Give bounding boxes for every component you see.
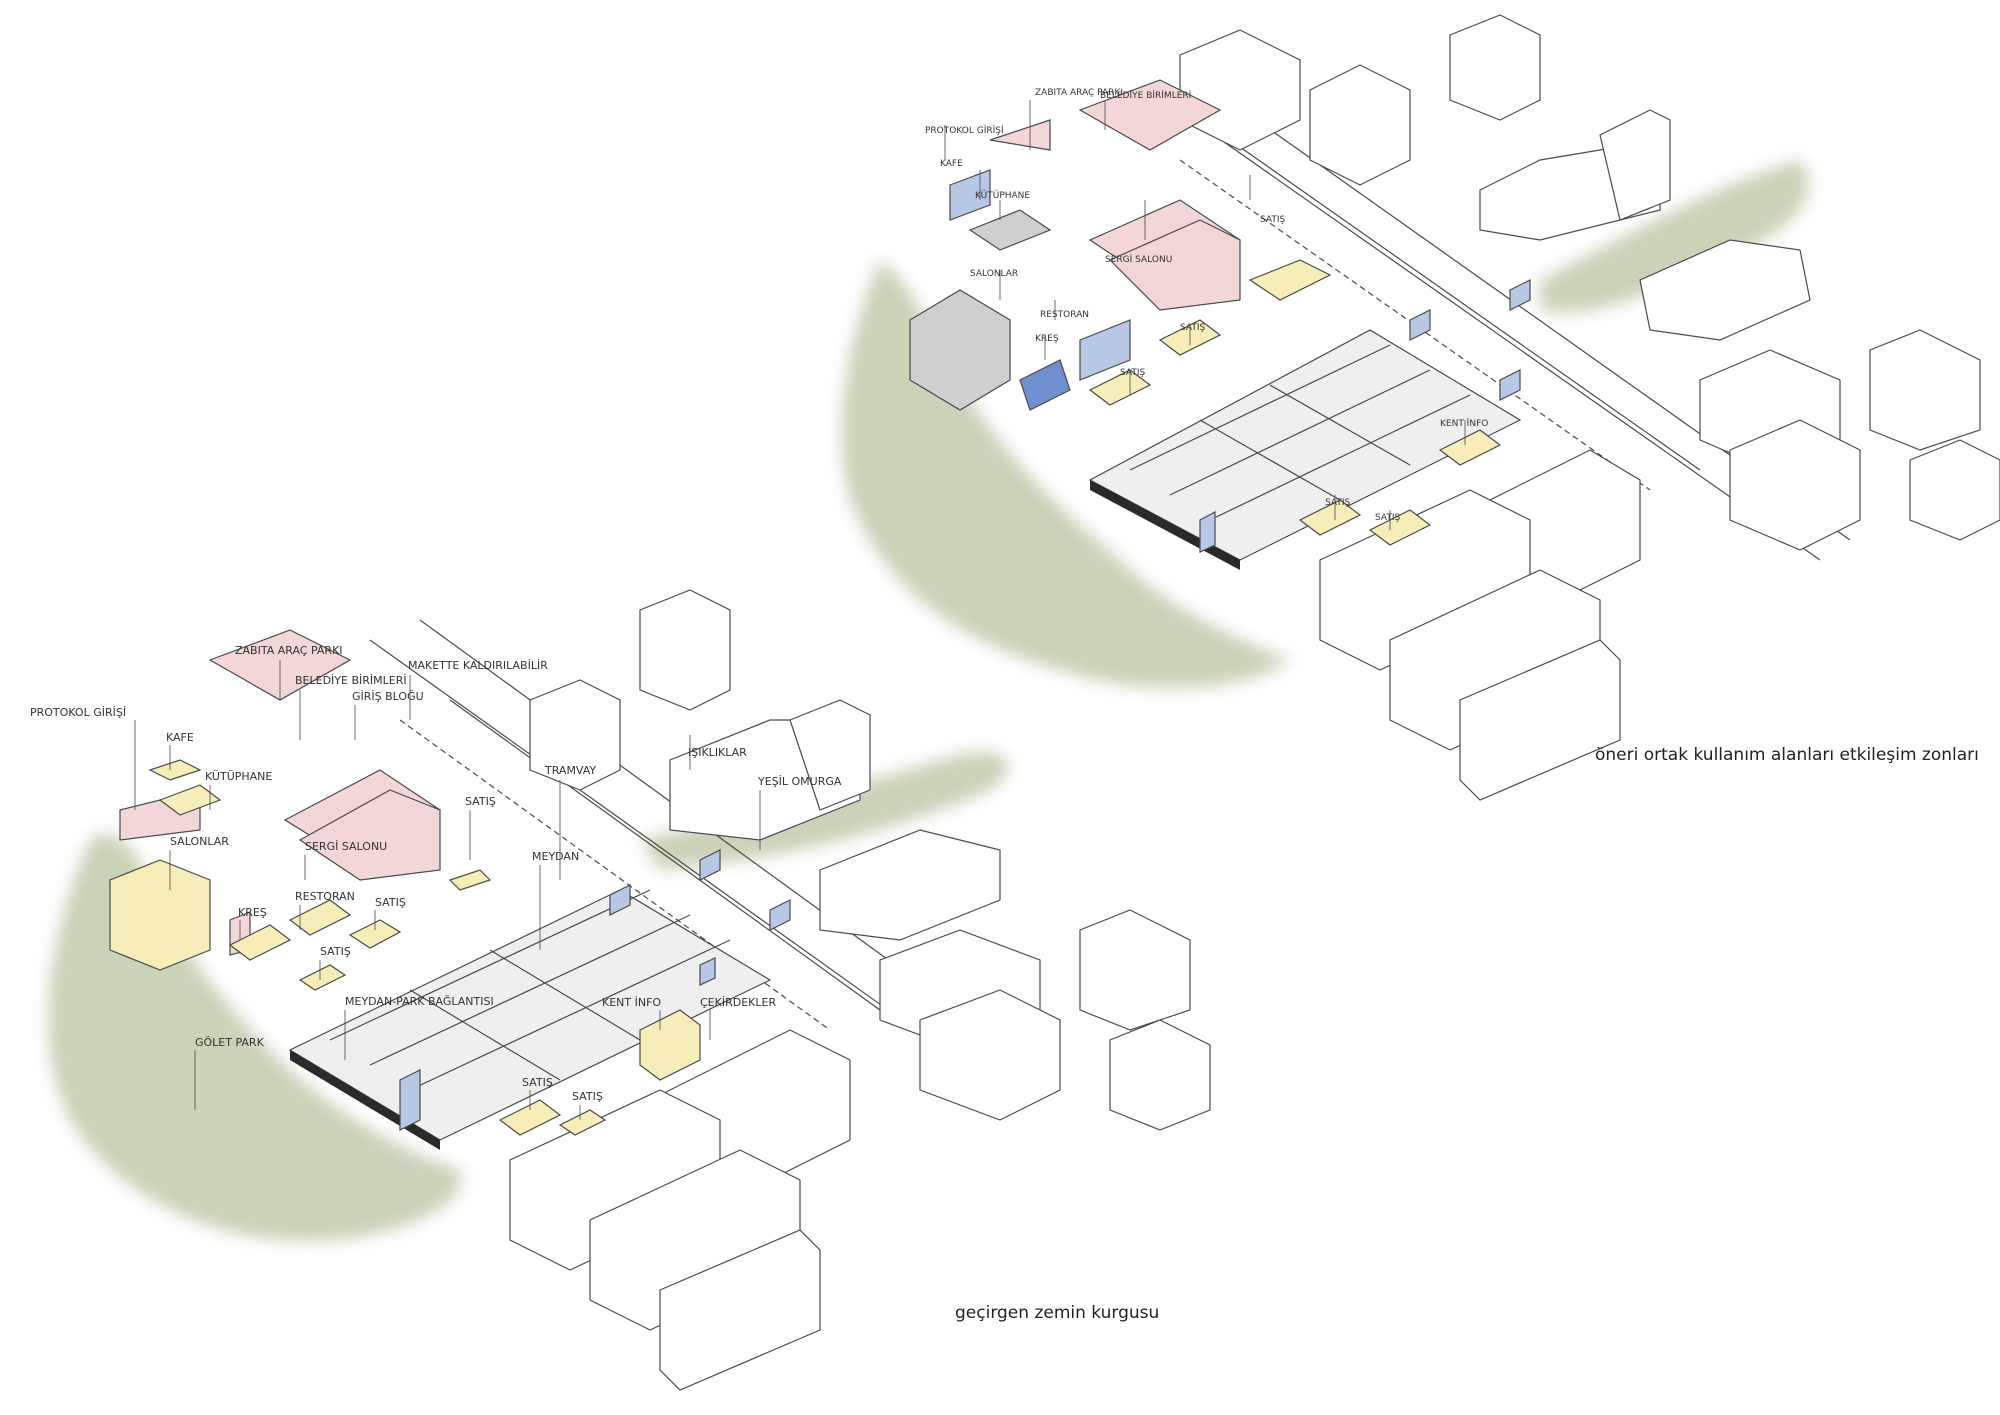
label-isikliklar: IŞIKLIKLAR — [688, 746, 747, 759]
label-satis3: SATIŞ — [1120, 368, 1145, 378]
top-blue-blocks — [949, 169, 1531, 553]
bottom-context-buildings — [509, 589, 1211, 1391]
label-tramvay: TRAMVAY — [544, 764, 596, 777]
top-labels: ZABITA ARAÇ PARKI BELEDİYE BİRİMLERİ PRO… — [925, 88, 1488, 523]
bottom-blue-blocks — [399, 849, 791, 1131]
label-kafe: KAFE — [940, 159, 963, 169]
top-grey-block — [909, 209, 1052, 411]
label-satis3: SATIŞ — [320, 945, 351, 958]
label-makette: MAKETTE KALDIRILABİLİR — [408, 659, 548, 672]
top-vegetation — [841, 160, 1809, 689]
label-cekirdekler: ÇEKİRDEKLER — [700, 996, 776, 1009]
label-salonlar: SALONLAR — [170, 835, 229, 848]
label-protokol: PROTOKOL GİRİŞİ — [30, 706, 126, 719]
bottom-yellow-blocks — [109, 759, 701, 1136]
label-sergi: SERGİ SALONU — [305, 840, 387, 853]
top-yellow-blocks — [1088, 259, 1502, 546]
label-giris: GİRİŞ BLOĞU — [352, 690, 424, 703]
label-meydan-park: MEYDAN-PARK BAĞLANTISI — [345, 995, 494, 1008]
label-kres: KREŞ — [1035, 334, 1059, 344]
top-civic-pink — [989, 79, 1242, 311]
label-satis2: SATIŞ — [1180, 323, 1205, 333]
label-zabita: ZABITA ARAÇ PARKI — [235, 644, 343, 657]
label-kent: KENT İNFO — [602, 996, 661, 1009]
label-restoran: RESTORAN — [295, 890, 355, 903]
bottom-labels: ZABITA ARAÇ PARKI BELEDİYE BİRİMLERİ MAK… — [30, 644, 842, 1103]
label-sergi: SERGİ SALONU — [1105, 254, 1172, 265]
label-meydan: MEYDAN — [532, 850, 579, 863]
label-belediye: BELEDİYE BİRİMLERİ — [1100, 90, 1191, 101]
label-satis4: SATIŞ — [1325, 498, 1350, 508]
top-blue-dark-block — [1019, 359, 1071, 411]
label-salonlar: SALONLAR — [970, 269, 1018, 279]
label-kafe: KAFE — [166, 731, 194, 744]
label-zabita: ZABITA ARAÇ PARKI — [1035, 88, 1123, 98]
label-restoran: RESTORAN — [1040, 310, 1089, 320]
label-yesil: YEŞİL OMURGA — [757, 775, 842, 788]
label-belediye: BELEDİYE BİRİMLERİ — [295, 674, 407, 687]
label-satis2: SATIŞ — [375, 896, 406, 909]
top-caption: öneri ortak kullanım alanları etkileşim … — [1595, 745, 1979, 765]
label-kent: KENT İNFO — [1440, 418, 1488, 429]
label-golet: GÖLET PARK — [195, 1036, 265, 1049]
label-satis5: SATIŞ — [1375, 513, 1400, 523]
label-satis1: SATIŞ — [1260, 215, 1285, 225]
bottom-diagram: ZABITA ARAÇ PARKI BELEDİYE BİRİMLERİ MAK… — [30, 589, 1211, 1391]
top-leaders — [944, 100, 1466, 530]
top-diagram: ZABITA ARAÇ PARKI BELEDİYE BİRİMLERİ PRO… — [841, 14, 2000, 801]
label-satis1: SATIŞ — [465, 795, 496, 808]
label-satis5: SATIŞ — [572, 1090, 603, 1103]
label-protokol: PROTOKOL GİRİŞİ — [925, 125, 1004, 136]
top-context-buildings — [1179, 14, 2000, 801]
label-kutuphane: KÜTÜPHANE — [975, 190, 1030, 201]
bottom-caption: geçirgen zemin kurgusu — [955, 1303, 1159, 1323]
label-kutuphane: KÜTÜPHANE — [205, 770, 272, 783]
bottom-leaders — [134, 660, 761, 1120]
label-kres: KREŞ — [238, 906, 267, 919]
label-satis4: SATIŞ — [522, 1076, 553, 1089]
